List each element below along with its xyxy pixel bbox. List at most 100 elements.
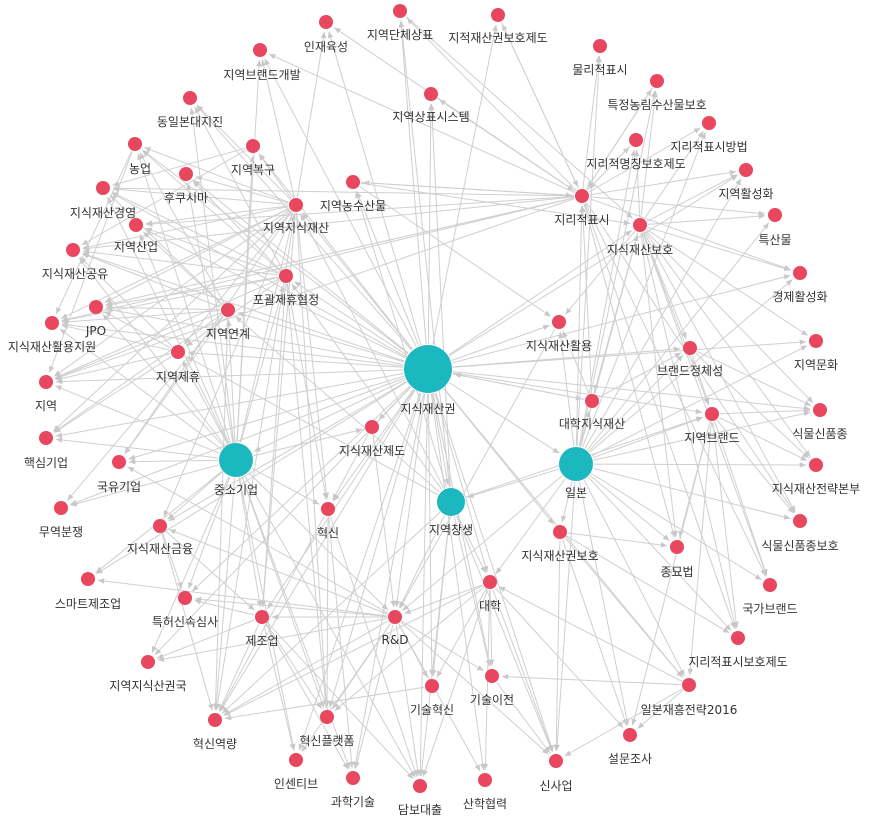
edge-n0-n28 [105, 307, 404, 365]
node-n7[interactable] [253, 43, 267, 57]
edge-n23-n45 [643, 231, 796, 513]
edge-n21-n7 [260, 59, 295, 198]
node-n56[interactable] [141, 655, 155, 669]
node-n2[interactable] [559, 447, 593, 481]
node-n59[interactable] [682, 678, 696, 692]
node-n49[interactable] [81, 572, 95, 586]
node-n21[interactable] [289, 198, 303, 212]
node-n37[interactable] [813, 403, 827, 417]
edge-n21-n14 [144, 147, 289, 203]
node-n51[interactable] [763, 578, 777, 592]
edge-n1-n39 [253, 428, 363, 457]
node-n57[interactable] [425, 679, 439, 693]
node-label-n46: 지식재산금융 [127, 542, 193, 556]
node-n66[interactable] [478, 773, 492, 787]
edge-n36-n0 [454, 372, 585, 400]
node-n5[interactable] [393, 4, 407, 18]
edge-n0-n17 [448, 174, 738, 357]
node-n31[interactable] [552, 315, 566, 329]
node-n23[interactable] [633, 218, 647, 232]
node-n13[interactable] [629, 133, 643, 147]
node-n19[interactable] [346, 175, 360, 189]
edge-n3-n5 [398, 20, 450, 488]
edge-n26-n43 [286, 283, 328, 500]
node-label-n53: R&D [382, 633, 409, 647]
edge-n0-n5 [398, 20, 427, 345]
node-label-n23: 지식재산보호 [607, 243, 673, 257]
edge-n33-n25 [79, 256, 173, 347]
node-n17[interactable] [739, 163, 753, 177]
edge-n59-n50 [498, 586, 683, 682]
node-n47[interactable] [553, 525, 567, 539]
node-n61[interactable] [320, 710, 334, 724]
node-n20[interactable] [575, 189, 589, 203]
edge-n0-n6 [432, 24, 498, 345]
node-n29[interactable] [221, 303, 235, 317]
node-n12[interactable] [702, 116, 716, 130]
node-n25[interactable] [66, 243, 80, 257]
node-label-n65: 담보대출 [398, 803, 442, 817]
node-n48[interactable] [670, 540, 684, 554]
node-n30[interactable] [45, 316, 59, 330]
edge-n2-n59 [583, 479, 685, 677]
node-n28[interactable] [89, 300, 103, 314]
node-n8[interactable] [593, 39, 607, 53]
node-n39[interactable] [365, 420, 379, 434]
node-n9[interactable] [650, 74, 664, 88]
node-n63[interactable] [289, 753, 303, 767]
node-n1[interactable] [219, 443, 253, 477]
edge-n2-n67 [554, 481, 576, 752]
node-n67[interactable] [549, 754, 563, 768]
node-n11[interactable] [424, 87, 438, 101]
node-n36[interactable] [585, 394, 599, 408]
node-n53[interactable] [388, 610, 402, 624]
node-label-n51: 국가브랜드 [742, 602, 797, 616]
edge-n46-n60 [161, 533, 214, 711]
node-n35[interactable] [39, 375, 53, 389]
edge-n1-n56 [151, 476, 230, 653]
node-n62[interactable] [623, 728, 637, 742]
node-n26[interactable] [279, 269, 293, 283]
node-label-n12: 지리적표시방법 [670, 140, 747, 154]
node-n0[interactable] [404, 345, 452, 393]
edge-n47-n48 [567, 532, 668, 548]
node-n38[interactable] [705, 407, 719, 421]
node-n32[interactable] [809, 334, 823, 348]
node-n40[interactable] [39, 431, 53, 445]
node-n45[interactable] [793, 514, 807, 528]
node-n65[interactable] [413, 779, 427, 793]
node-n22[interactable] [129, 218, 143, 232]
node-n27[interactable] [793, 266, 807, 280]
edge-n29-n25 [82, 253, 221, 308]
node-n55[interactable] [731, 631, 745, 645]
edge-n38-n45 [716, 419, 794, 514]
node-n43[interactable] [321, 502, 335, 516]
node-n14[interactable] [128, 137, 142, 151]
node-n3[interactable] [437, 488, 465, 516]
node-n24[interactable] [768, 208, 782, 222]
node-n46[interactable] [153, 519, 167, 533]
edge-n0-n23 [448, 230, 632, 356]
node-n15[interactable] [246, 139, 260, 153]
node-layer [39, 4, 827, 793]
edge-n1-n35 [55, 385, 220, 454]
node-n16[interactable] [179, 167, 193, 181]
node-n60[interactable] [208, 713, 222, 727]
node-n6[interactable] [491, 8, 505, 22]
node-n10[interactable] [183, 91, 197, 105]
node-n41[interactable] [112, 455, 126, 469]
node-n42[interactable] [809, 458, 823, 472]
node-n50[interactable] [483, 575, 497, 589]
edge-n26-n54 [260, 283, 286, 608]
node-n58[interactable] [485, 669, 499, 683]
node-n18[interactable] [96, 181, 110, 195]
edge-n0-n25 [82, 252, 405, 362]
node-n4[interactable] [319, 15, 333, 29]
node-n34[interactable] [683, 341, 697, 355]
node-n33[interactable] [171, 345, 185, 359]
node-n52[interactable] [178, 591, 192, 605]
node-n44[interactable] [54, 501, 68, 515]
edge-n0-n49 [96, 381, 407, 575]
node-n64[interactable] [346, 771, 360, 785]
node-n54[interactable] [255, 610, 269, 624]
